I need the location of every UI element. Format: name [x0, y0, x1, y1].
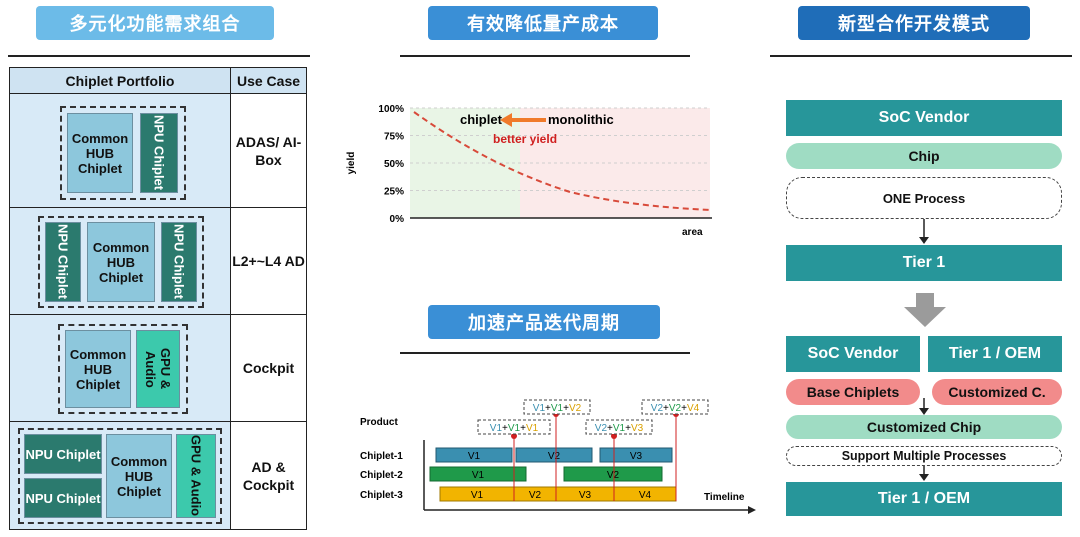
npu-chiplet: NPU Chiplet: [24, 434, 102, 474]
y-axis-label: yield: [346, 152, 357, 175]
chiplet2-version: V1: [472, 470, 485, 481]
common-hub-chiplet: Common HUB Chiplet: [87, 222, 155, 302]
chiplet3-version: V1: [471, 490, 484, 501]
common-hub-chiplet: Common HUB Chiplet: [67, 113, 133, 193]
base-chiplets-pill: Base Chiplets: [786, 379, 920, 405]
arrow-left-icon: [500, 113, 512, 127]
chiplet3-version: V2: [529, 490, 542, 501]
grid: [410, 107, 710, 191]
soc-vendor-box-2: SoC Vendor: [786, 336, 920, 372]
divider-right: [770, 55, 1072, 57]
banner-diverse-functions: 多元化功能需求组合: [36, 6, 274, 40]
label-monolithic: monolithic: [548, 112, 614, 127]
yield-curve: [413, 111, 711, 211]
annotation-better-yield: better yield: [493, 132, 557, 146]
package-outline: [60, 106, 186, 200]
chiplet2-version: V2: [607, 470, 620, 481]
chiplet3-version: V3: [579, 490, 592, 501]
divider-mid-top: [400, 55, 690, 57]
gpu-audio-chiplet: GPU & Audio: [136, 330, 180, 408]
label-chiplet: chiplet: [460, 112, 503, 127]
portfolio-cell-3: Common HUB Chiplet GPU & Audio: [10, 315, 230, 422]
divider-mid-bottom: [400, 352, 690, 354]
arrow-down-icon: [919, 466, 929, 481]
use-case-cell-3: Cockpit: [230, 315, 306, 422]
banner-reduce-cost: 有效降低量产成本: [428, 6, 658, 40]
release-markers: [513, 414, 677, 501]
tier1-oem-box: Tier 1 / OEM: [928, 336, 1062, 372]
chiplet1-bar: [515, 447, 593, 463]
portfolio-cell-1: Common HUB Chiplet NPU Chiplet: [10, 94, 230, 208]
svg-text:V1+V1+V1: V1+V1+V1: [490, 423, 539, 434]
chiplet1-bar: [435, 447, 513, 463]
divider-left: [8, 55, 310, 57]
banner-accelerate-iteration: 加速产品迭代周期: [428, 305, 660, 339]
chiplet1-bar: [599, 447, 673, 463]
gpu-audio-chiplet: GPU & Audio: [176, 434, 216, 518]
svg-text:V2+V2+V4: V2+V2+V4: [651, 403, 700, 414]
banner-new-cooperation: 新型合作开发模式: [798, 6, 1030, 40]
portfolio-cell-2: NPU Chiplet Common HUB Chiplet NPU Chipl…: [10, 208, 230, 315]
use-case-cell-2: L2+~L4 AD: [230, 208, 306, 315]
y-tick: 50%: [384, 159, 404, 170]
chiplet2-bar: [429, 466, 527, 482]
product-combo-3: V2+V1+V3: [585, 419, 653, 435]
arrow-down-icon: [919, 219, 929, 244]
header-chiplet-portfolio: Chiplet Portfolio: [10, 68, 230, 94]
big-arrow-down-icon: [904, 293, 946, 327]
svg-text:V1+V1+V2: V1+V1+V2: [533, 403, 582, 414]
package-outline: [58, 324, 188, 414]
common-hub-chiplet: Common HUB Chiplet: [106, 434, 172, 518]
chiplet1-version: V3: [630, 451, 643, 462]
product-combo-4: V2+V2+V4: [641, 399, 709, 415]
row-label: Chiplet-3: [360, 490, 403, 501]
tier1-oem-bottom-box: Tier 1 / OEM: [786, 482, 1062, 516]
y-tick: 25%: [384, 187, 404, 198]
y-tick: 100%: [378, 104, 404, 115]
chiplet2-bar: [563, 466, 663, 482]
use-case-cell-1: ADAS/ AI-Box: [230, 94, 306, 208]
yield-chart: 100% 75% 50% 25% 0% yield area chiplet m…: [346, 104, 712, 238]
tier1-box: Tier 1: [786, 245, 1062, 281]
svg-text:V2+V1+V3: V2+V1+V3: [595, 423, 644, 434]
portfolio-cell-4: NPU Chiplet NPU Chiplet Common HUB Chipl…: [10, 422, 230, 529]
use-case-cell-4: AD & Cockpit: [230, 422, 306, 529]
npu-chiplet: NPU Chiplet: [161, 222, 197, 302]
row-label: Chiplet-2: [360, 470, 403, 481]
iteration-timeline: Product Chiplet-1 Chiplet-2 Chiplet-3 Ti…: [360, 399, 756, 514]
y-tick: 75%: [384, 132, 404, 143]
axis-arrow-icon: [748, 506, 756, 514]
arrow-down-icon: [919, 398, 929, 415]
one-process-box: ONE Process: [786, 177, 1062, 219]
product-combo-2: V1+V1+V2: [523, 399, 591, 415]
row-label: Chiplet-1: [360, 451, 403, 462]
y-tick: 0%: [390, 214, 405, 225]
npu-chiplet: NPU Chiplet: [24, 478, 102, 518]
chip-pill: Chip: [786, 143, 1062, 169]
chiplet1-version: V1: [468, 451, 481, 462]
chiplet1-version: V2: [548, 451, 561, 462]
customized-chip-pill: Customized Chip: [786, 415, 1062, 439]
timeline-label: Timeline: [704, 492, 745, 503]
package-outline: [18, 428, 222, 524]
product-combo-1: V1+V1+V1: [477, 419, 551, 435]
x-axis-label: area: [682, 227, 703, 238]
npu-chiplet: NPU Chiplet: [45, 222, 81, 302]
package-outline: [38, 216, 204, 308]
product-label: Product: [360, 417, 398, 428]
npu-chiplet: NPU Chiplet: [140, 113, 178, 193]
chiplet-portfolio-table: Chiplet Portfolio Use Case Common HUB Ch…: [9, 67, 307, 530]
soc-vendor-box: SoC Vendor: [786, 100, 1062, 136]
chiplet3-version: V4: [639, 490, 652, 501]
support-multiple-processes-box: Support Multiple Processes: [786, 446, 1062, 466]
header-use-case: Use Case: [230, 68, 306, 94]
common-hub-chiplet: Common HUB Chiplet: [65, 330, 131, 408]
customized-c-pill: Customized C.: [932, 379, 1062, 405]
